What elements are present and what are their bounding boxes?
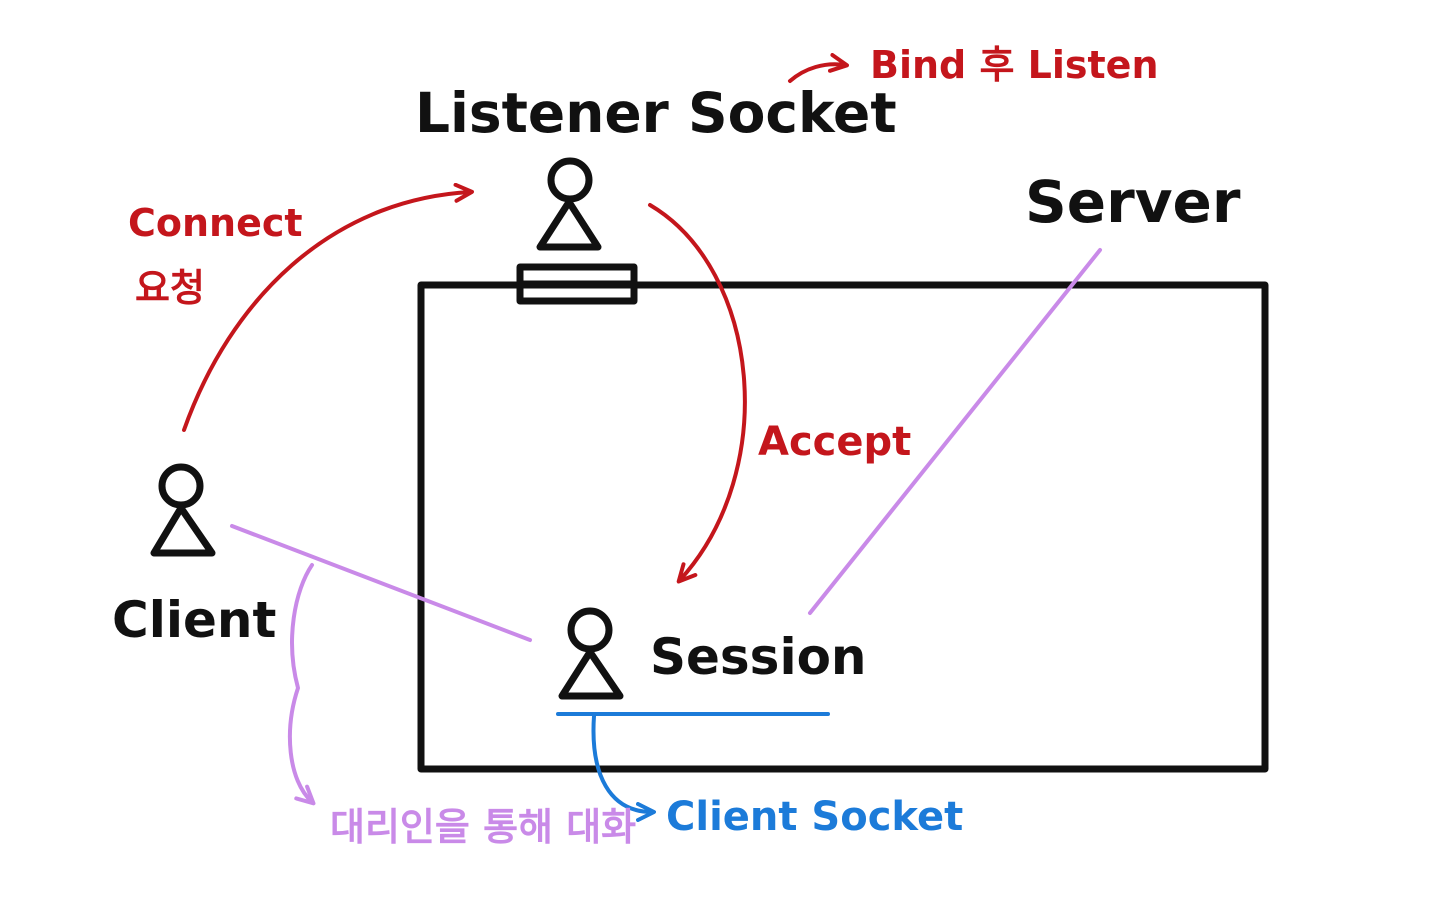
session-person-icon [558,607,624,700]
listener-socket-label: Listener Socket [415,81,897,145]
session-label: Session [650,628,867,686]
client-label: Client [112,591,276,649]
accept-arrow [648,203,747,584]
bind-listen-arrow [788,53,849,83]
connect-label: Connect [128,201,303,245]
client-socket-arrow [591,714,656,822]
server-label: Server [1025,168,1241,236]
request-label: 요청 [135,266,205,310]
client-session-line [230,524,532,642]
server-box [417,281,1269,773]
listener-socket-person-icon [536,157,602,251]
talk-via-proxy-label: 대리인을 통해 대화 [330,805,636,849]
connect-request-arrow [182,182,474,432]
accept-label: Accept [758,419,911,465]
client-person-icon [150,463,216,557]
server-session-pointer-line [808,248,1102,615]
client-socket-label: Client Socket [666,794,963,840]
bind-listen-label: Bind 후 Listen [870,43,1159,87]
proxy-talk-arrow [288,563,316,806]
